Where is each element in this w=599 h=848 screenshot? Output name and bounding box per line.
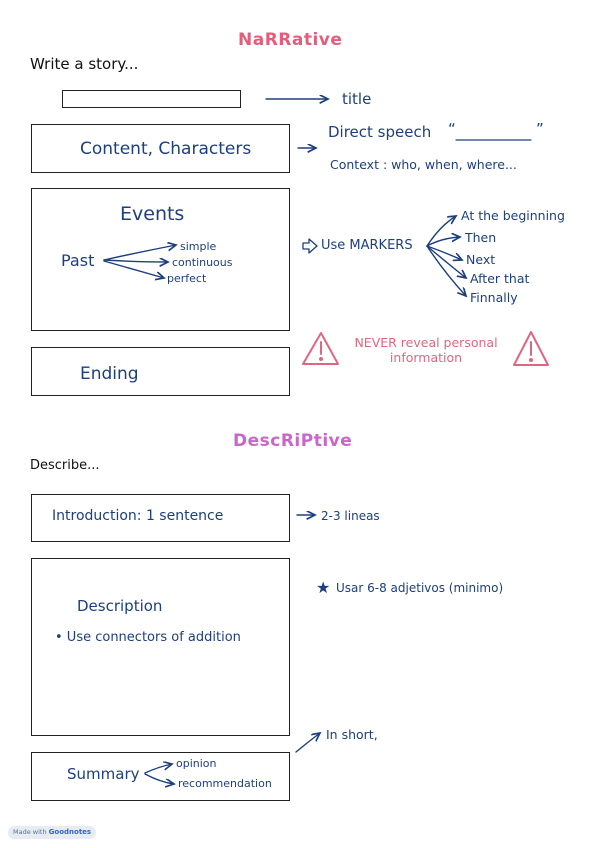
- goodnotes-logo: Goodnotes: [48, 828, 92, 836]
- adjectives-note: Usar 6-8 adjetivos (minimo): [336, 581, 504, 595]
- summary-item-recommendation: recommendation: [178, 777, 272, 790]
- introduction-box: [31, 494, 290, 542]
- in-short-arrow: [295, 733, 320, 753]
- quote-open: “: [448, 120, 456, 138]
- intro-note: 2-3 lineas: [321, 509, 380, 523]
- marker-arrow-5: [426, 245, 466, 296]
- description-box-label: Description: [77, 597, 163, 615]
- warning-line-1: NEVER reveal personal: [354, 335, 498, 350]
- made-with-badge: Made with Goodnotes: [8, 826, 97, 839]
- tense-continuous: continuous: [172, 256, 233, 269]
- made-with-text: Made with: [13, 828, 47, 836]
- content-box: [31, 124, 290, 173]
- marker-5: Finnally: [470, 290, 518, 305]
- hollow-arrow-icon: [302, 238, 318, 254]
- narrative-intro: Write a story...: [30, 55, 139, 73]
- star-icon: ★: [316, 578, 331, 597]
- marker-2: Then: [465, 230, 497, 245]
- marker-1: At the beginning: [461, 208, 565, 223]
- connectors-note: • Use connectors of addition: [55, 630, 241, 645]
- descriptive-heading: DescRiPtive: [233, 431, 353, 451]
- marker-arrow-4: [426, 245, 466, 278]
- title-field: [62, 90, 241, 108]
- summary-box: [31, 752, 290, 801]
- marker-arrow-1: [426, 216, 456, 247]
- direct-speech-label: Direct speech: [328, 123, 432, 141]
- events-box-label: Events: [120, 203, 185, 225]
- in-short-label: In short,: [326, 727, 378, 742]
- narrative-heading: NaRRative: [238, 30, 343, 50]
- content-box-label: Content, Characters: [80, 139, 252, 159]
- past-label: Past: [61, 251, 95, 270]
- marker-3: Next: [466, 252, 496, 267]
- tense-arrow-continuous: [103, 260, 168, 262]
- warning-line-2: information: [389, 350, 463, 365]
- quote-close: ”: [536, 120, 544, 138]
- tense-arrow-perfect: [103, 260, 164, 278]
- description-box: [31, 558, 290, 736]
- tense-simple: simple: [180, 240, 217, 253]
- warning-icon-left: [302, 332, 339, 365]
- marker-arrow-3: [426, 245, 462, 260]
- summary-box-label: Summary: [67, 765, 140, 783]
- marker-4: After that: [470, 271, 530, 286]
- tense-perfect: perfect: [167, 272, 207, 285]
- warning-text: NEVER reveal personal information: [338, 335, 514, 365]
- use-markers-label: Use MARKERS: [321, 238, 413, 253]
- summary-item-opinion: opinion: [176, 757, 217, 770]
- ending-box: [31, 347, 290, 396]
- summary-arrow-opinion: [144, 764, 172, 774]
- descriptive-intro: Describe...: [30, 458, 100, 473]
- summary-arrow-recommendation: [144, 773, 174, 784]
- title-label: title: [342, 90, 372, 108]
- introduction-box-label: Introduction: 1 sentence: [52, 508, 224, 524]
- ending-box-label: Ending: [80, 364, 139, 384]
- context-label: Context : who, when, where...: [330, 157, 517, 172]
- events-box: [31, 188, 290, 331]
- tense-arrow-simple: [103, 245, 176, 261]
- warning-icon-right: [513, 331, 549, 366]
- marker-arrow-2: [426, 237, 460, 247]
